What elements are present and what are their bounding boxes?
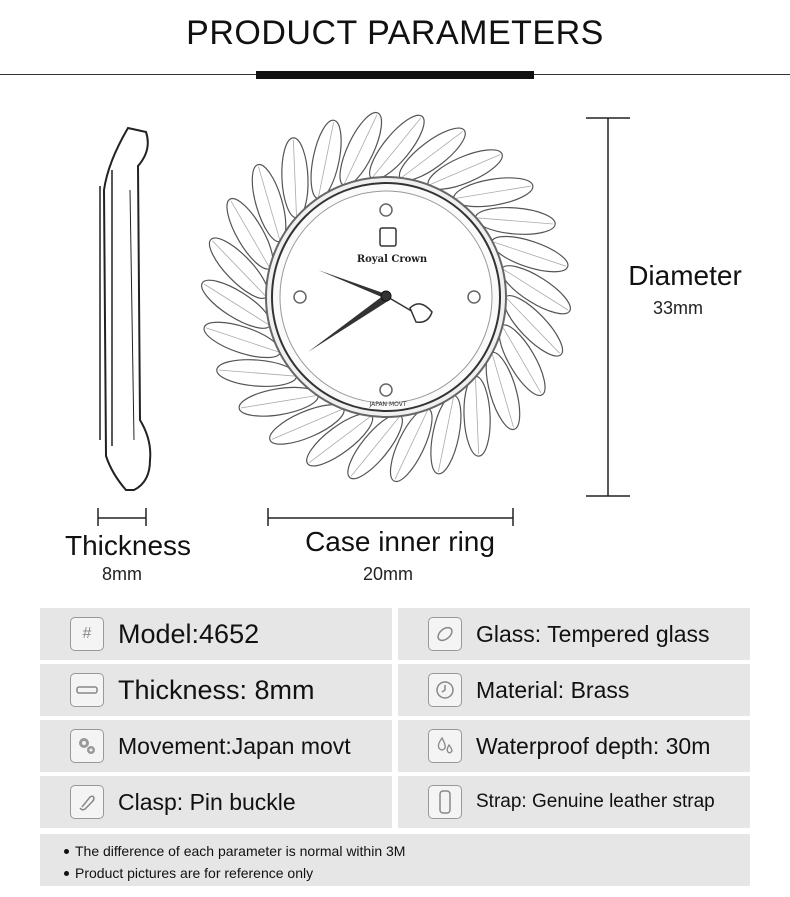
inner-ring-label: Case inner ring	[305, 526, 495, 557]
param-thickness: Thickness: 8mm	[40, 664, 392, 716]
page-title: PRODUCT PARAMETERS	[186, 14, 604, 52]
hour-hand	[318, 270, 386, 298]
diameter-label: Diameter	[628, 260, 742, 291]
crystal-facet	[502, 327, 542, 394]
crystal-facet	[241, 395, 317, 409]
water-drop-icon	[428, 729, 462, 763]
param-text: Strap: Genuine leather strap	[476, 791, 715, 812]
param-text: Waterproof depth: 30m	[476, 732, 711, 759]
param-glass: Glass: Tempered glass	[398, 608, 750, 660]
title-accent-bar	[256, 71, 534, 79]
strap-icon	[428, 785, 462, 819]
watch-petals	[201, 111, 571, 483]
crystal-facet	[491, 354, 514, 428]
crystal-facet	[372, 117, 422, 178]
watch-illustration: Royal Crown JAPAN MOVT	[97, 111, 630, 526]
gears-icon	[70, 729, 104, 763]
note-item: Product pictures are for reference only	[40, 862, 750, 884]
crystal-facet	[455, 185, 531, 199]
minute-hand	[308, 295, 388, 352]
watch-face: Royal Crown JAPAN MOVT	[265, 176, 507, 418]
crystal-facet	[503, 269, 569, 311]
crystal-facet	[437, 397, 454, 472]
param-model: # Model:4652	[40, 608, 392, 660]
crystal-facet	[493, 241, 566, 267]
crystal-facet	[218, 369, 295, 377]
watch-side-icon	[70, 673, 104, 707]
crystal-facet	[318, 122, 335, 197]
glass-icon	[428, 617, 462, 651]
diameter-dimension-line	[586, 117, 630, 497]
note-item: The difference of each parameter is norm…	[40, 840, 750, 862]
param-strap: Strap: Genuine leather strap	[398, 776, 750, 828]
note-text: The difference of each parameter is norm…	[75, 843, 406, 859]
crystal-facet	[206, 327, 279, 353]
param-clasp: Clasp: Pin buckle	[40, 776, 392, 828]
crystal-facet	[344, 114, 378, 184]
diameter-value: 33mm	[652, 298, 703, 318]
crystal-facet	[258, 166, 281, 240]
param-text: Thickness: 8mm	[118, 674, 315, 705]
dial-brand-text: Royal Crown	[357, 254, 428, 265]
crystal-facet	[477, 217, 554, 225]
thickness-value: 8mm	[102, 564, 142, 584]
crystal-facet	[271, 409, 342, 440]
crystal-facet	[230, 200, 270, 267]
clasp-icon	[70, 785, 104, 819]
param-text: Clasp: Pin buckle	[118, 788, 296, 815]
crystal-facet	[203, 283, 269, 325]
watch-side-view	[99, 126, 152, 491]
crystal-facet	[309, 416, 371, 463]
notes-box: The difference of each parameter is norm…	[40, 834, 750, 886]
crystal-facet	[394, 410, 428, 480]
crystal-facet	[401, 131, 463, 178]
bullet-icon	[64, 870, 69, 876]
bullet-icon	[64, 848, 69, 854]
param-text: Model:4652	[118, 618, 260, 649]
param-waterproof: Waterproof depth: 30m	[398, 720, 750, 772]
crystal-facet	[212, 240, 266, 296]
crystal-facet	[506, 298, 560, 354]
crystal-facet	[350, 416, 400, 477]
clock-icon	[428, 673, 462, 707]
crystal-facet	[430, 154, 501, 185]
param-text: Material: Brass	[476, 676, 630, 703]
thickness-dimension-line	[97, 508, 147, 526]
dial-movt-text: JAPAN MOVT	[368, 401, 406, 408]
param-text: Movement:Japan movt	[118, 732, 351, 759]
watch-figure: Royal Crown JAPAN MOVT Thickness 8mm	[0, 90, 790, 600]
inner-ring-value: 20mm	[362, 564, 413, 584]
crystal-facet	[475, 378, 480, 455]
hash-icon: #	[70, 617, 104, 651]
param-material: Material: Brass	[398, 664, 750, 716]
note-text: Product pictures are for reference only	[75, 865, 314, 881]
param-text: Glass: Tempered glass	[476, 620, 710, 647]
param-movement: Movement:Japan movt	[40, 720, 392, 772]
inner-ring-dimension-line	[267, 508, 514, 526]
thickness-label: Thickness	[64, 530, 192, 561]
crystal-facet	[292, 139, 297, 216]
